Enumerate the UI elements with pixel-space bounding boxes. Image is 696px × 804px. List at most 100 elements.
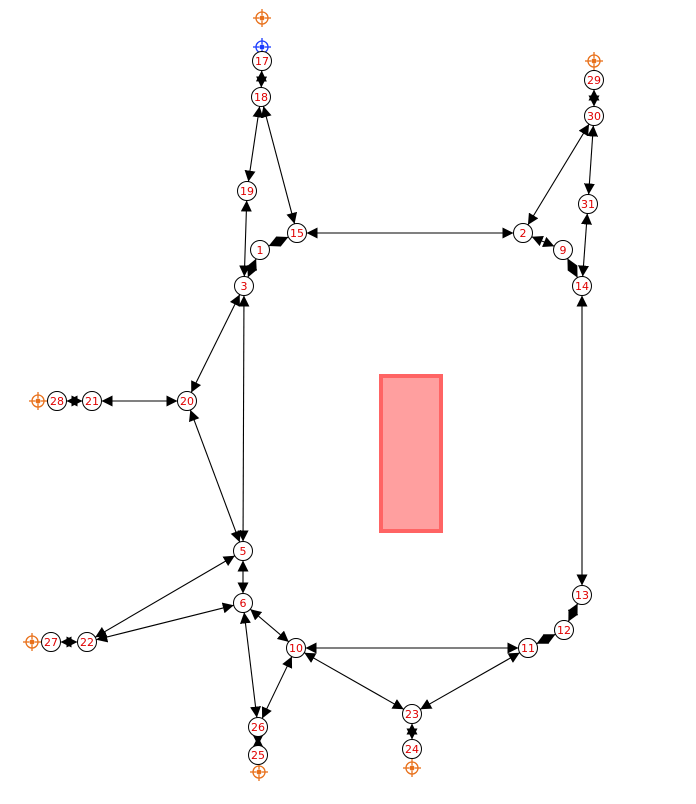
node-3: 3 <box>234 276 254 296</box>
edge-layer <box>60 70 600 748</box>
node-10: 10 <box>286 638 306 658</box>
node-label: 6 <box>240 597 247 610</box>
crosshair-marker-icon <box>253 9 271 27</box>
edge-23-10 <box>303 652 405 710</box>
node-21: 21 <box>82 391 102 411</box>
node-18: 18 <box>251 87 271 107</box>
node-circle <box>518 638 538 658</box>
node-circle <box>177 391 197 411</box>
node-circle <box>252 51 272 71</box>
node-label: 14 <box>575 280 589 293</box>
crosshair-marker-icon <box>23 633 41 651</box>
node-circle <box>47 391 67 411</box>
node-label: 25 <box>251 749 265 762</box>
edge-11-23 <box>419 652 521 710</box>
node-5: 5 <box>233 541 253 561</box>
node-27: 27 <box>41 632 61 652</box>
edge-2-9 <box>531 235 555 248</box>
node-circle <box>234 276 254 296</box>
node-label: 15 <box>290 227 304 240</box>
node-circle <box>584 70 604 90</box>
edge-9-14 <box>566 258 579 278</box>
node-label: 3 <box>241 280 248 293</box>
node-label: 2 <box>520 227 527 240</box>
node-29: 29 <box>584 70 604 90</box>
node-label: 11 <box>521 642 535 655</box>
node-30: 30 <box>584 106 604 126</box>
node-12: 12 <box>554 620 574 640</box>
node-circle <box>250 240 270 260</box>
node-label: 18 <box>254 91 268 104</box>
edge-26-6 <box>240 612 261 718</box>
node-24: 24 <box>402 739 422 759</box>
node-label: 13 <box>575 589 589 602</box>
edge-6-22 <box>96 602 234 643</box>
crosshair-marker-icon <box>585 52 603 70</box>
crosshair-marker-icon <box>250 763 268 781</box>
node-9: 9 <box>553 240 573 260</box>
node-31: 31 <box>578 194 598 214</box>
edge-30-31 <box>583 125 599 195</box>
node-label: 31 <box>581 198 595 211</box>
node-13: 13 <box>572 585 592 605</box>
node-label: 29 <box>587 74 601 87</box>
node-circle <box>41 632 61 652</box>
edge-10-6 <box>249 608 290 643</box>
node-circle <box>287 223 307 243</box>
node-circle <box>82 391 102 411</box>
edge-18-15 <box>260 106 298 224</box>
node-2: 2 <box>513 223 533 243</box>
node-label: 26 <box>251 721 265 734</box>
edge-1-15 <box>268 236 289 247</box>
node-label: 17 <box>255 55 269 68</box>
node-label: 30 <box>587 110 601 123</box>
node-23: 23 <box>402 704 422 724</box>
node-circle <box>251 87 271 107</box>
node-label: 12 <box>557 624 571 637</box>
node-label: 21 <box>85 395 99 408</box>
node-circle <box>578 194 598 214</box>
edge-2-30 <box>527 123 590 226</box>
node-label: 1 <box>257 244 264 257</box>
edge-10-26 <box>261 656 293 719</box>
node-circle <box>554 620 574 640</box>
node-28: 28 <box>47 391 67 411</box>
node-label: 23 <box>405 708 419 721</box>
node-circle <box>248 745 268 765</box>
edge-13-12 <box>567 603 579 622</box>
node-circle <box>584 106 604 126</box>
node-circle <box>248 717 268 737</box>
node-circle <box>233 593 253 613</box>
node-label: 10 <box>289 642 303 655</box>
node-6: 6 <box>233 593 253 613</box>
edge-3-19 <box>239 200 252 277</box>
node-17: 17 <box>252 51 272 71</box>
node-14: 14 <box>572 276 592 296</box>
node-label: 20 <box>180 395 194 408</box>
node-circle <box>77 632 97 652</box>
node-label: 19 <box>240 185 254 198</box>
edge-1-3 <box>246 258 258 278</box>
node-circle <box>402 704 422 724</box>
node-circle <box>572 585 592 605</box>
node-label: 27 <box>44 636 58 649</box>
node-25: 25 <box>248 745 268 765</box>
node-1: 1 <box>250 240 270 260</box>
crosshair-marker-icon <box>29 392 47 410</box>
edge-5-20 <box>189 409 241 543</box>
node-label: 5 <box>240 545 247 558</box>
node-circle <box>233 541 253 561</box>
node-circle <box>402 739 422 759</box>
edge-12-11 <box>536 633 556 645</box>
node-15: 15 <box>287 223 307 243</box>
node-circle <box>286 638 306 658</box>
node-22: 22 <box>77 632 97 652</box>
node-label: 9 <box>560 244 567 257</box>
node-circle <box>237 181 257 201</box>
node-20: 20 <box>177 391 197 411</box>
marker-layer <box>23 9 603 781</box>
node-label: 24 <box>405 743 419 756</box>
node-circle <box>513 223 533 243</box>
edge-31-14 <box>578 213 592 277</box>
